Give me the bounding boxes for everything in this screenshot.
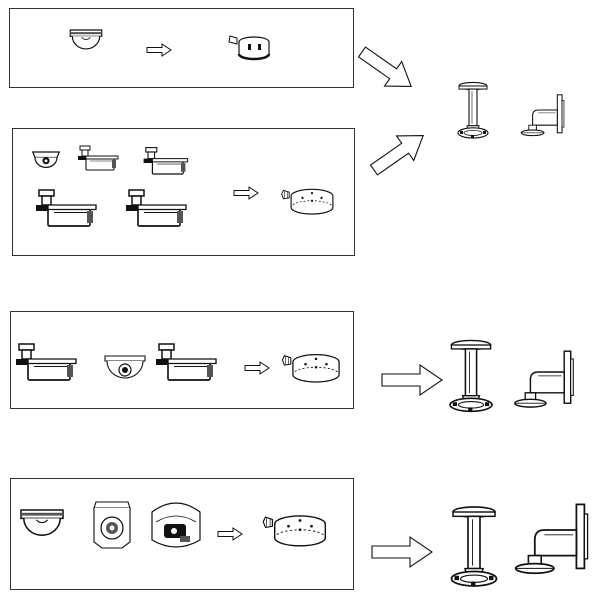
bullet-camera-small [77,145,119,171]
pendant-mount-2 [449,339,493,413]
eyeball-camera [93,501,131,549]
big-arrow-4 [371,536,433,568]
junction-box-small [228,35,271,61]
dome-camera-large [20,509,64,536]
junction-box-round-2 [281,188,334,215]
junction-box-round-4 [262,515,326,547]
turret-camera-large [151,502,201,548]
bullet-camera-box [155,343,217,381]
big-arrow-2 [364,122,433,183]
group-frame-1 [9,8,354,88]
bullet-camera-long [35,189,97,227]
small-arrow-3 [244,361,270,375]
bullet-camera-medium [142,146,189,175]
pendant-mount-1 [457,81,489,139]
big-arrow-3 [381,364,443,396]
turret-camera [32,151,60,169]
dome-camera [69,29,103,50]
wall-mount-1 [520,94,565,137]
big-arrow-1 [352,39,421,100]
wall-mount-2 [514,350,575,408]
small-arrow-2 [233,186,259,200]
small-arrow-4 [217,527,243,541]
bullet-camera-ir [125,189,187,227]
pendant-mount-3 [450,506,498,587]
junction-box-round-3 [281,354,340,383]
wall-mount-3 [514,503,589,575]
bullet-camera [15,343,77,381]
dome-camera-ball [104,355,146,379]
small-arrow-1 [146,43,172,57]
